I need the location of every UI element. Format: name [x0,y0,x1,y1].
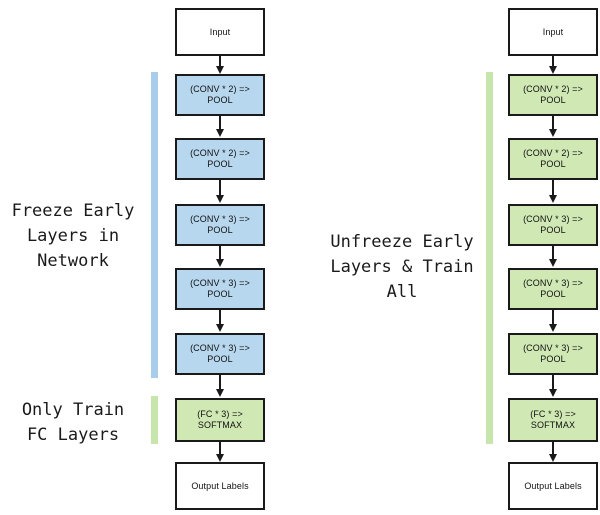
right-node-conv-block-5[interactable]: (CONV * 3) => POOL [508,333,598,375]
left-arrow-5 [216,310,224,332]
right-trainable-range-bar [486,72,493,444]
right-arrow-7 [549,442,557,462]
right-node-conv-block-1-line2: POOL [540,95,566,105]
left-node-conv-block-5-line2: POOL [207,354,233,364]
right-node-conv-block-3-line2: POOL [540,225,566,235]
right-node-output[interactable]: Output Labels [508,462,598,510]
left-node-fc-block-line2: SOFTMAX [197,420,243,430]
right-arrow-3 [549,180,557,203]
left-node-conv-block-2-line2: POOL [207,159,233,169]
left-node-conv-block-3-line2: POOL [207,225,233,235]
right-arrow-6 [549,375,557,397]
left-arrow-1 [216,56,224,74]
left-node-conv-block-2-line1: (CONV * 2) => [190,148,250,158]
right-node-fc-block-line1: (FC * 3) => [530,409,576,419]
right-arrow-1 [549,56,557,74]
left-node-conv-block-2[interactable]: (CONV * 2) => POOL [175,138,265,180]
right-node-conv-block-5-line1: (CONV * 3) => [523,343,583,353]
left-arrow-7 [216,442,224,462]
right-node-fc-block[interactable]: (FC * 3) => SOFTMAX [508,398,598,442]
right-node-conv-block-4[interactable]: (CONV * 3) => POOL [508,268,598,310]
left-node-conv-block-5[interactable]: (CONV * 3) => POOL [175,333,265,375]
left-arrow-4 [216,246,224,267]
right-node-conv-block-5-line2: POOL [540,354,566,364]
right-arrow-4 [549,246,557,267]
left-arrow-2 [216,116,224,137]
left-node-conv-block-4-line2: POOL [207,289,233,299]
left-node-conv-block-5-line1: (CONV * 3) => [190,343,250,353]
left-trainable-range-bar [151,396,158,444]
left-arrow-3 [216,180,224,203]
right-node-conv-block-3[interactable]: (CONV * 3) => POOL [508,204,598,246]
left-node-output-line1: Output Labels [191,480,249,491]
right-node-conv-block-1-line1: (CONV * 2) => [523,84,583,94]
left-node-conv-block-1-line2: POOL [207,95,233,105]
left-node-conv-block-1-line1: (CONV * 2) => [190,84,250,94]
right-arrow-5 [549,310,557,332]
right-node-output-line1: Output Labels [524,480,582,491]
right-node-input-line1: Input [542,26,564,37]
caption-unfreeze-early-layers: Unfreeze Early Layers & Train All [330,232,474,302]
left-node-fc-block[interactable]: (FC * 3) => SOFTMAX [175,398,265,442]
left-node-conv-block-3[interactable]: (CONV * 3) => POOL [175,204,265,246]
right-node-fc-block-line2: SOFTMAX [530,420,576,430]
left-node-input-line1: Input [209,26,231,37]
caption-freeze-early-layers: Freeze Early Layers in Network [11,201,135,271]
right-node-conv-block-2-line1: (CONV * 2) => [523,148,583,158]
right-node-conv-block-2-line2: POOL [540,159,566,169]
right-arrow-2 [549,116,557,137]
left-frozen-range-bar [151,72,158,378]
right-node-conv-block-4-line1: (CONV * 3) => [523,278,583,288]
left-node-fc-block-line1: (FC * 3) => [197,409,243,419]
left-node-output[interactable]: Output Labels [175,462,265,510]
left-arrow-6 [216,375,224,397]
left-node-conv-block-4-line1: (CONV * 3) => [190,278,250,288]
caption-only-train-fc-layers: Only Train FC Layers [21,400,125,445]
left-node-conv-block-3-line1: (CONV * 3) => [190,214,250,224]
left-node-conv-block-4[interactable]: (CONV * 3) => POOL [175,268,265,310]
right-node-input[interactable]: Input [508,8,598,56]
right-node-conv-block-1[interactable]: (CONV * 2) => POOL [508,74,598,116]
left-node-conv-block-1[interactable]: (CONV * 2) => POOL [175,74,265,116]
right-node-conv-block-3-line1: (CONV * 3) => [523,214,583,224]
right-node-conv-block-4-line2: POOL [540,289,566,299]
left-node-input[interactable]: Input [175,8,265,56]
right-node-conv-block-2[interactable]: (CONV * 2) => POOL [508,138,598,180]
